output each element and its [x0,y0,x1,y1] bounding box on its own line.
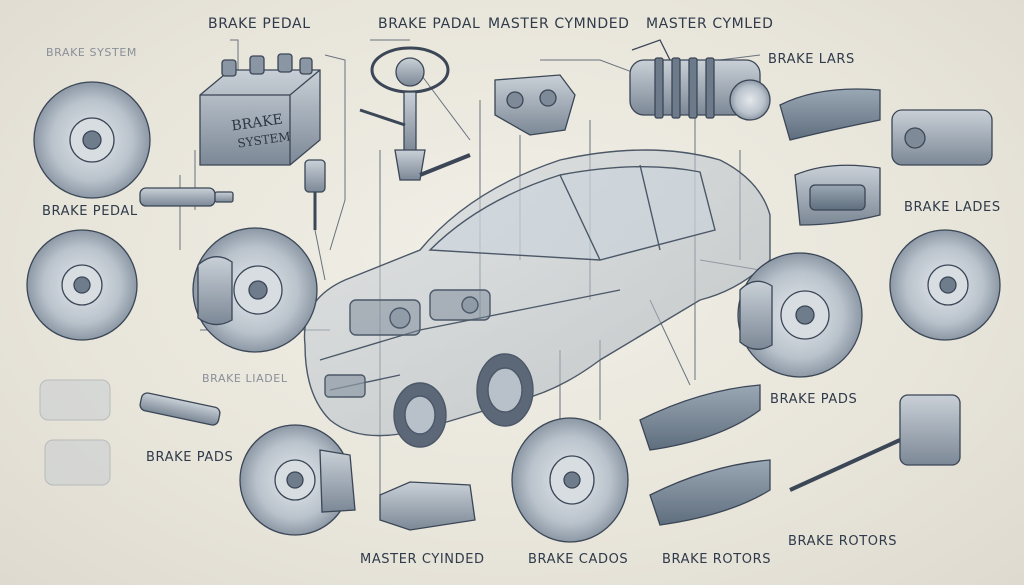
label-brake-system: BRAKE SYSTEM [46,46,137,59]
brake-pedal-assembly [359,46,471,181]
car-rear-wheel [476,353,534,427]
rotor-bottom-center [511,417,629,543]
sensor-right-lower [789,394,961,492]
caliper-right [794,164,881,226]
label-brake-pads-left: BRAKE PADS [146,450,234,465]
sensor-left [139,187,234,207]
caliper-bottom [379,481,476,531]
label-brake-pads-right: BRAKE PADS [770,392,858,407]
brake-system-reservoir [199,53,321,166]
car-front-wheel [393,382,447,448]
caliper-faded-left [39,379,111,486]
label-master-cyinded: MASTER CYINDED [360,552,485,567]
caliper-top [494,74,576,136]
reservoir-text-line1: BRAKE [231,111,284,134]
label-brake-rotors: BRAKE ROTORS [788,534,898,549]
brake-pads-top-right [779,88,993,166]
label-brake-padal: BRAKE PADAL [378,16,481,32]
label-master-cymnded: MASTER CYMNDED [488,16,630,32]
brake-pad-right-mid [639,384,761,451]
label-brake-lars: BRAKE LARS [768,52,855,67]
rotor-bottom-left [239,424,356,536]
rotor-mid-left [26,229,138,341]
label-brake-pedal-top: BRAKE PEDAL [208,16,311,32]
sensor-top-center [304,159,326,230]
sensor-left-lower [139,392,221,426]
label-brake-cados: BRAKE CADOS [528,552,629,567]
label-brake-pedal-left: BRAKE PEDAL [42,204,138,219]
brake-pad-bottom-right [649,459,771,526]
rotor-right-center [737,252,863,378]
rotor-with-caliper-left [192,227,318,353]
label-master-cymled: MASTER CYMLED [646,16,774,32]
car-body [303,149,771,448]
label-brake-liadel: BRAKE LIADEL [202,372,288,385]
label-brake-rotors-bottom: BRAKE ROTORS [662,552,772,567]
label-brake-lades: BRAKE LADES [904,200,1001,215]
rotor-top-left [33,81,151,199]
rotor-far-right [889,229,1001,341]
master-cylinder [629,39,771,121]
